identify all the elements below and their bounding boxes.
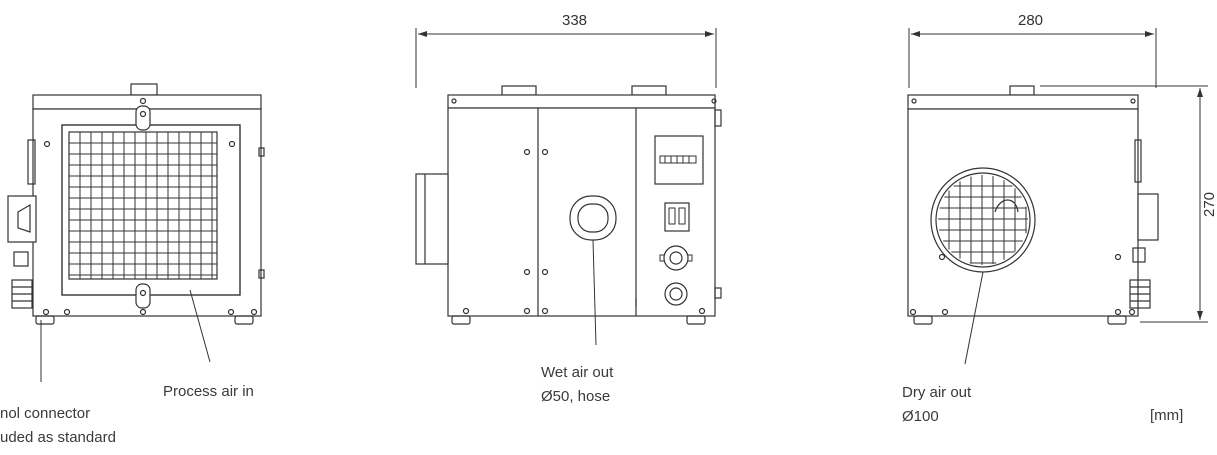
back-view — [907, 28, 1208, 365]
side-width-dimension: 338 — [562, 12, 587, 29]
dry-air-out-label: Dry air out — [902, 384, 972, 401]
process-air-in-label: Process air in — [163, 383, 254, 400]
wet-air-out-label: Wet air out — [541, 364, 614, 381]
side-view — [415, 28, 722, 346]
connector-label-line2: uded as standard — [0, 429, 116, 446]
connector-label-line1: nol connector — [0, 405, 90, 422]
back-width-dimension: 280 — [1018, 12, 1043, 29]
wet-air-out-size-label: Ø50, hose — [541, 388, 610, 405]
dry-air-out-size-label: Ø100 — [902, 408, 939, 425]
height-dimension: 270 — [1201, 192, 1217, 217]
front-view — [7, 83, 265, 382]
unit-label: [mm] — [1150, 407, 1183, 424]
